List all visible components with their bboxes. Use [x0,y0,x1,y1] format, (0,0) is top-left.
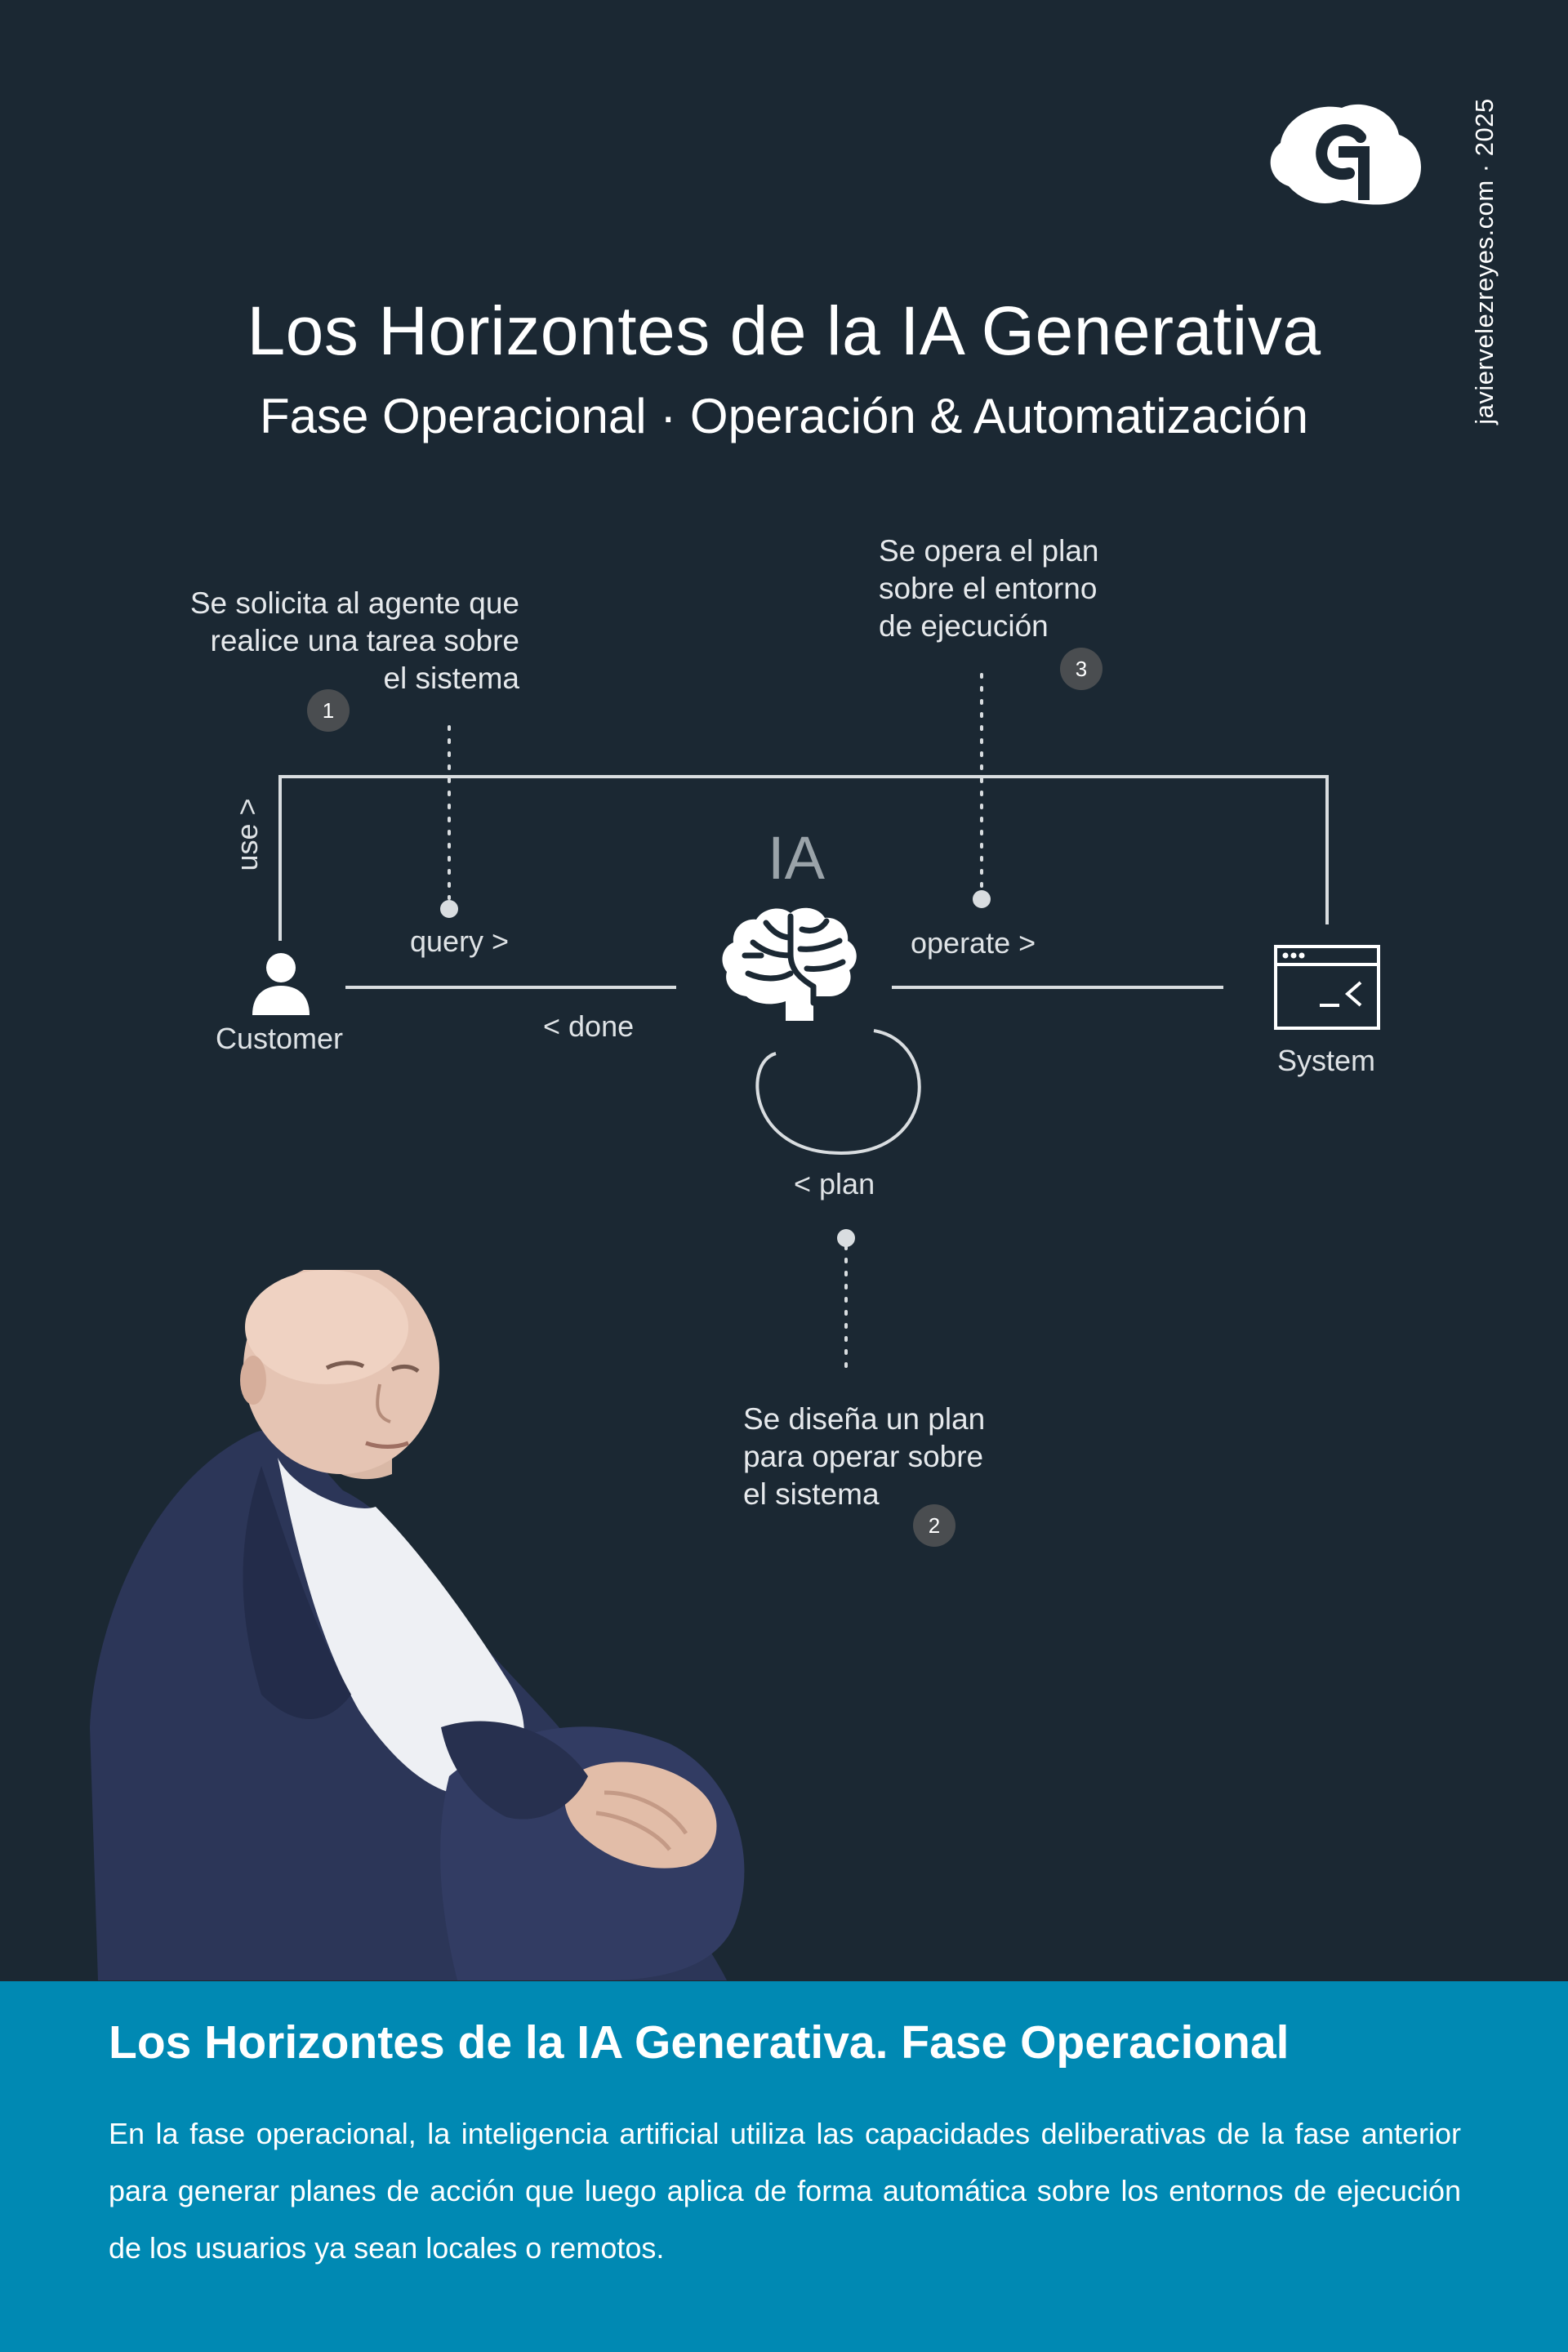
page-title: Los Horizontes de la IA Generativa [247,292,1321,369]
panel-body: En la fase operacional, la inteligencia … [109,2117,1461,2265]
panel-title: Los Horizontes de la IA Generativa. Fase… [109,2016,1290,2069]
page-subtitle: Fase Operacional · Operación & Automatiz… [260,389,1308,443]
cloud-logo-icon [1270,104,1421,205]
step3-note: Se opera el plan sobre el entorno de eje… [879,534,1099,643]
use-connector [278,775,1329,941]
step2-badge: 2 [913,1504,956,1547]
step3-dot [973,890,991,908]
terminal-window-icon [1274,945,1380,1030]
done-label: < done [543,1009,635,1043]
plan-loop [755,1029,921,1156]
person-photo [90,1270,745,1980]
brain-icon [722,907,857,1021]
step2-dot [837,1229,855,1247]
step2-note: Se diseña un plan para operar sobre el s… [743,1402,986,1511]
step3-badge: 3 [1060,648,1102,690]
use-label: use > [230,798,264,871]
ia-label: IA [768,824,825,892]
info-panel [0,1981,1568,2352]
diagram-connectors [278,673,1329,1374]
step1-badge: 1 [307,689,350,732]
user-icon [252,953,310,1015]
step1-dot [440,900,458,918]
operate-label: operate > [911,926,1036,960]
query-label: query > [410,924,510,958]
system-label: System [1276,1044,1376,1077]
step1-note: Se solicita al agente que realice una ta… [189,586,519,695]
customer-label: Customer [215,1022,344,1055]
plan-label: < plan [794,1167,875,1200]
